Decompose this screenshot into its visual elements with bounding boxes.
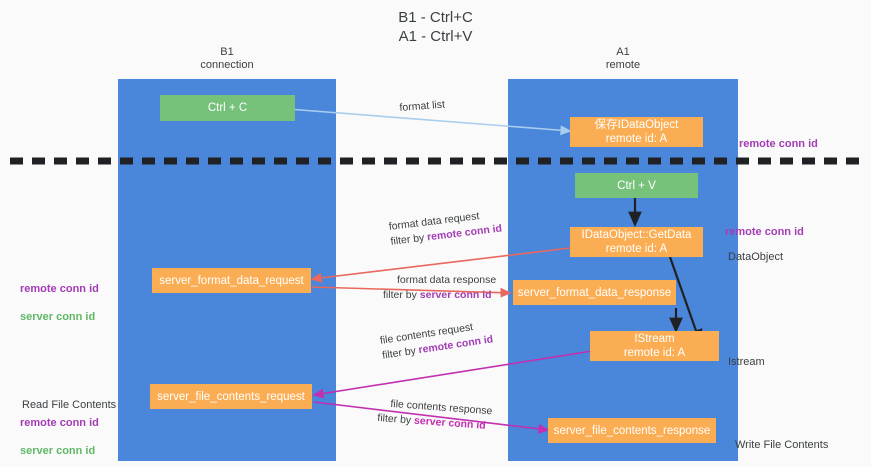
server-conn-id-text: server conn id: [419, 289, 492, 301]
edge-label-file-contents-response: file contents response filter by server …: [377, 396, 493, 434]
lane-header-a1: A1 remote: [605, 46, 641, 71]
edge-label-line1: format list: [399, 98, 446, 114]
box-server-file-contents-response[interactable]: server_file_contents_response: [548, 418, 716, 443]
remote-conn-id-text: remote conn id: [20, 417, 99, 429]
diagram-title: B1 - Ctrl+C A1 - Ctrl+V: [398, 9, 473, 45]
box-istream[interactable]: IStream remote id: A: [590, 331, 719, 361]
side-label-conn-ids-file: remote conn id server conn id: [20, 402, 99, 467]
remote-conn-id-text: remote conn id: [725, 226, 804, 238]
box-server-format-data-response[interactable]: server_format_data_response: [513, 280, 676, 305]
remote-conn-id-text: remote conn id: [739, 138, 818, 150]
box-save-idataobject[interactable]: 保存IDataObject remote id: A: [570, 117, 703, 147]
filter-by-text: filter by: [381, 344, 420, 362]
side-label-remote-conn-id-mid: remote conn id: [725, 211, 804, 253]
write-file-contents-text: Write File Contents: [735, 439, 829, 451]
edge-label-line1: format data response: [397, 274, 497, 286]
edge-label-format-data-request: format data request filter by remote con…: [388, 207, 503, 250]
box-ctrl-c[interactable]: Ctrl + C: [160, 95, 295, 121]
side-label-read-file-contents: Read File Contents: [22, 384, 116, 426]
server-conn-id-text: server conn id: [20, 445, 96, 457]
istream-text: Istream: [728, 356, 765, 368]
edge-label-file-contents-request: file contents request filter by remote c…: [379, 317, 494, 363]
side-label-write-file-contents: Write File Contents: [735, 424, 828, 466]
remote-conn-id-text: remote conn id: [20, 283, 99, 295]
dataobject-text: DataObject: [728, 251, 784, 263]
lane-header-b1: B1 connection: [200, 46, 254, 71]
read-file-contents-text: Read File Contents: [22, 399, 117, 411]
filter-by-text: filter by: [383, 289, 420, 301]
side-label-conn-ids-format: remote conn id server conn id: [20, 268, 99, 338]
server-conn-id-text: server conn id: [20, 311, 96, 323]
box-server-file-contents-request[interactable]: server_file_contents_request: [150, 384, 312, 409]
edge-label-line2: filter by server conn id: [383, 288, 496, 303]
box-idataobject-getdata[interactable]: IDataObject::GetData remote id: A: [570, 227, 703, 257]
edge-label-format-list: format list: [399, 98, 446, 116]
side-label-istream: Istream: [728, 341, 765, 383]
filter-by-text: filter by: [376, 411, 415, 427]
server-conn-id-text: server conn id: [413, 414, 487, 432]
filter-by-text: filter by: [389, 231, 428, 248]
edge-label-format-data-response: format data response filter by server co…: [383, 273, 496, 303]
side-label-remote-conn-id-top: remote conn id: [739, 123, 818, 165]
box-server-format-data-request[interactable]: server_format_data_request: [152, 268, 311, 293]
side-label-dataobject: DataObject: [728, 236, 783, 278]
box-ctrl-v[interactable]: Ctrl + V: [575, 173, 698, 198]
